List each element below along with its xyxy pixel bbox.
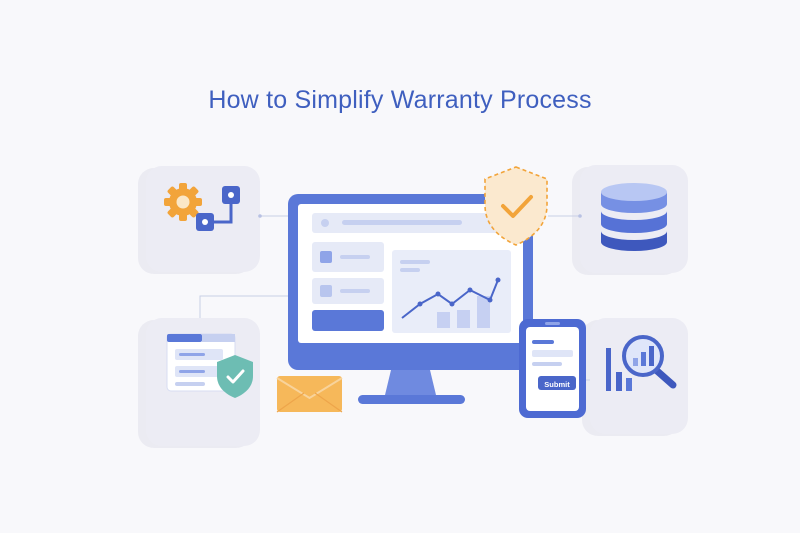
envelope-icon [276, 376, 343, 413]
monitor-dashboard-icon [288, 194, 533, 404]
page-title: How to Simplify Warranty Process [208, 86, 592, 114]
gear-workflow-icon [164, 183, 240, 231]
submit-button[interactable]: Submit [544, 380, 570, 389]
shield-check-icon [484, 166, 548, 246]
analytics-magnifier-icon [606, 335, 677, 391]
connector-lines [199, 214, 590, 381]
database-icon [601, 183, 667, 251]
form-shield-check-icon [166, 333, 253, 398]
smartphone-form-icon [519, 319, 586, 418]
